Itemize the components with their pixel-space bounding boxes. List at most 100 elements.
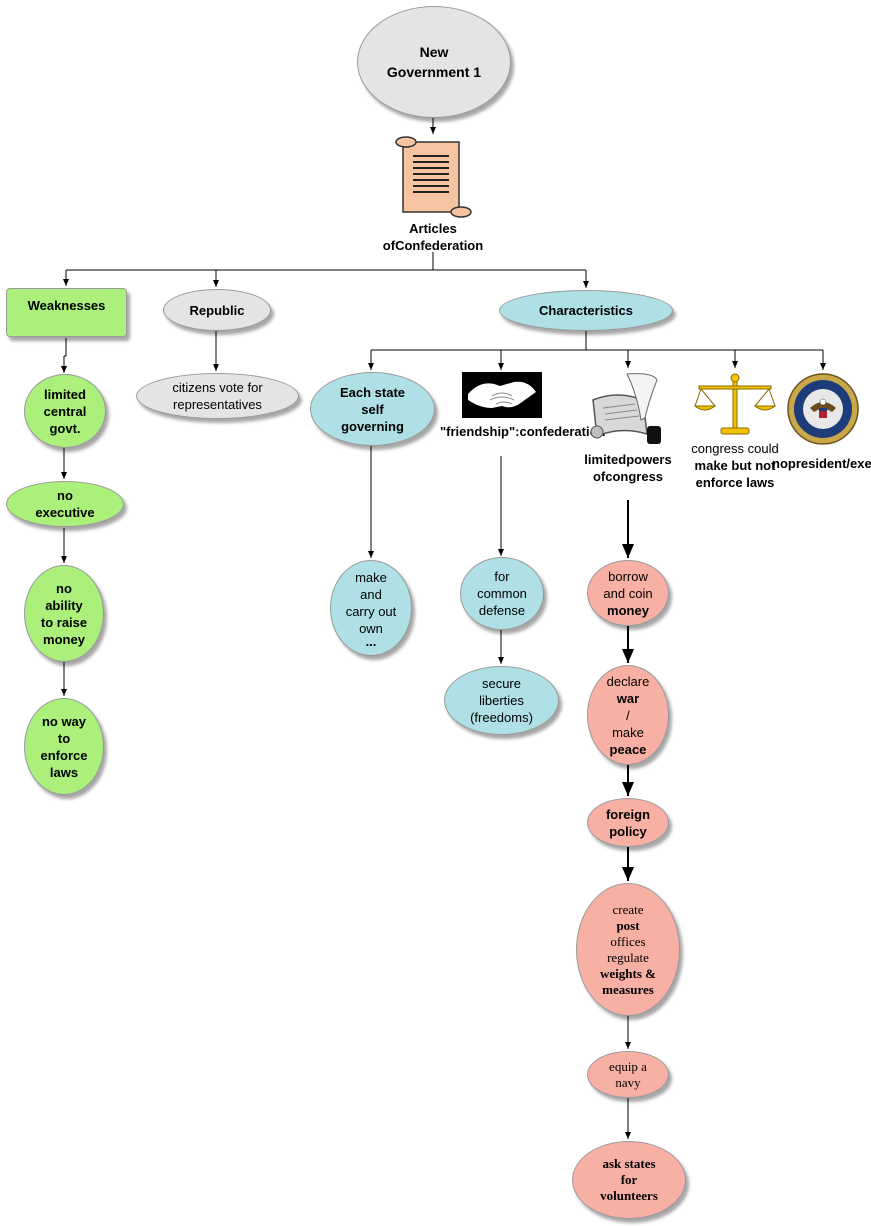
presidential-seal-icon bbox=[787, 373, 859, 445]
node-text: enforce bbox=[695, 475, 743, 490]
node-text: New bbox=[419, 44, 449, 60]
common-defense-node: for common defense bbox=[460, 557, 544, 630]
node-text: offices bbox=[610, 933, 646, 949]
node-text: limited bbox=[44, 386, 86, 402]
node-text: make bbox=[694, 458, 728, 473]
node-text: for bbox=[620, 1172, 638, 1187]
node-text: money bbox=[607, 602, 649, 618]
node-text: Government 1 bbox=[386, 64, 482, 80]
node-text: post bbox=[616, 917, 640, 933]
node-text: no bbox=[57, 488, 73, 503]
node-text: secure bbox=[481, 676, 521, 691]
make-and-carry-out-own-node: make and carry out own... bbox=[330, 560, 412, 656]
node-text: Articles of bbox=[382, 221, 457, 253]
node-text: for bbox=[494, 569, 510, 584]
node-text: navy bbox=[615, 1074, 641, 1090]
no-president-label: nopresident/executive bbox=[772, 455, 871, 472]
node-text: no way bbox=[41, 713, 87, 729]
node-text: (freedoms) bbox=[470, 710, 533, 725]
node-text: to raise bbox=[40, 614, 88, 630]
node-text: to bbox=[57, 730, 71, 746]
weaknesses-node: Weaknesses bbox=[6, 288, 127, 337]
node-text: / bbox=[626, 707, 630, 723]
node-text: central bbox=[43, 403, 87, 419]
node-text: no bbox=[772, 456, 788, 471]
friendship-confederation-label: "friendship":confederation bbox=[440, 423, 605, 440]
node-text: limited bbox=[584, 452, 627, 467]
node-text: laws bbox=[746, 475, 775, 490]
node-text: ask states bbox=[602, 1156, 656, 1171]
node-text: but not bbox=[731, 458, 776, 473]
node-text: self bbox=[361, 401, 384, 417]
node-text: volunteers bbox=[600, 1188, 658, 1203]
node-text: could bbox=[747, 441, 779, 456]
node-text: no bbox=[56, 580, 72, 596]
weakness-no-executive: no executive bbox=[6, 481, 124, 527]
node-text: and coin bbox=[603, 585, 653, 601]
node-text: "friendship": bbox=[440, 424, 520, 439]
congress-make-laws-label: congress could make but not enforce laws bbox=[680, 440, 790, 491]
limited-powers-label: limitedpowers ofcongress bbox=[578, 451, 678, 485]
node-text: congress bbox=[605, 469, 664, 484]
node-text: common bbox=[477, 586, 527, 601]
node-text: peace bbox=[609, 741, 647, 757]
node-text: Weaknesses bbox=[27, 298, 106, 313]
node-text: laws bbox=[49, 764, 79, 780]
scales-icon bbox=[693, 373, 777, 435]
node-text: policy bbox=[609, 823, 647, 839]
node-text: president/ bbox=[787, 456, 851, 471]
node-text: carry out bbox=[345, 604, 397, 619]
characteristics-node: Characteristics bbox=[499, 290, 673, 331]
node-text: ... bbox=[365, 634, 377, 649]
node-text: borrow bbox=[608, 568, 648, 584]
node-text: liberties bbox=[479, 693, 524, 708]
node-text: defense bbox=[478, 603, 526, 618]
republic-node: Republic bbox=[163, 289, 271, 331]
node-text: powers of bbox=[592, 452, 672, 484]
secure-liberties-node: secure liberties (freedoms) bbox=[444, 666, 559, 735]
republic-citizens-vote: citizens vote for representatives bbox=[136, 373, 299, 419]
node-text: make bbox=[612, 724, 644, 740]
node-text: ability bbox=[45, 597, 83, 613]
quill-document-icon bbox=[590, 373, 661, 444]
node-text: Confederation bbox=[395, 238, 484, 253]
node-text: war bbox=[616, 690, 640, 706]
node-text: Each state bbox=[339, 384, 406, 400]
node-text: equip a bbox=[609, 1058, 647, 1074]
scroll-icon bbox=[395, 136, 472, 218]
node-text: foreign bbox=[605, 806, 651, 822]
node-text: Republic bbox=[189, 302, 245, 318]
node-text: confederation bbox=[519, 424, 606, 439]
node-text: measures bbox=[602, 981, 654, 997]
node-text: make bbox=[355, 570, 387, 585]
node-text: declare bbox=[606, 673, 650, 689]
node-text: executive bbox=[850, 456, 871, 471]
node-text: regulate bbox=[607, 949, 649, 965]
node-text: weights & bbox=[600, 965, 656, 981]
node-text: and bbox=[360, 587, 382, 602]
handshake-icon bbox=[462, 372, 542, 418]
articles-label: Articles ofConfederation bbox=[368, 220, 498, 254]
node-text: own bbox=[359, 621, 383, 636]
node-text: create bbox=[612, 901, 644, 917]
node-text: representatives bbox=[173, 397, 262, 412]
node-text: enforce bbox=[40, 747, 88, 763]
node-text: Characteristics bbox=[539, 303, 633, 318]
node-text: executive bbox=[35, 505, 95, 520]
node-text: governing bbox=[341, 418, 404, 434]
node-text: congress bbox=[691, 441, 745, 456]
node-text: money bbox=[43, 631, 85, 647]
node-text: citizens vote for bbox=[172, 380, 263, 395]
